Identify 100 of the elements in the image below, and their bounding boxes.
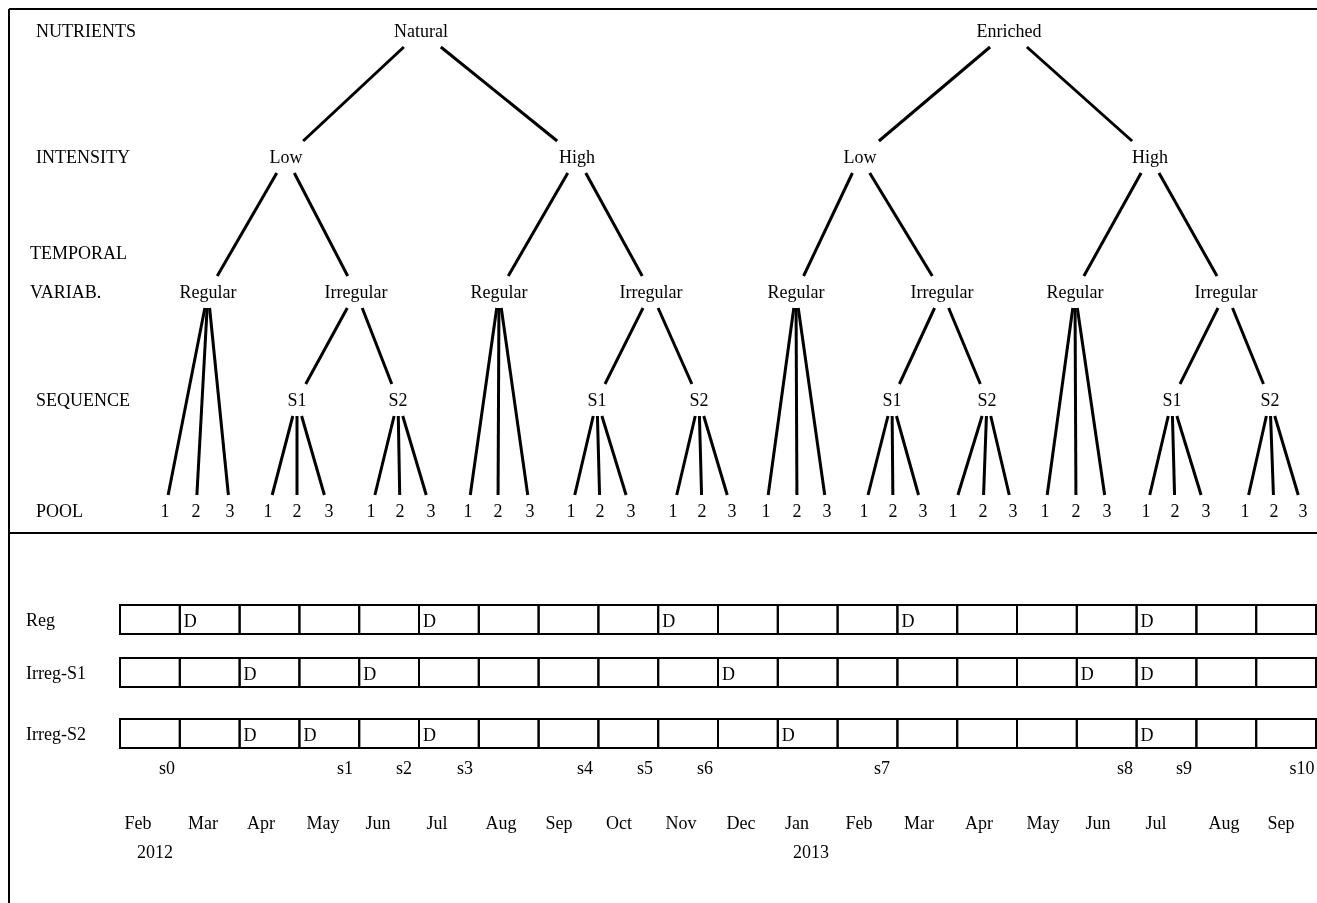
event-mark: D [722,664,735,683]
branch-line [1269,415,1275,496]
node-label: 3 [222,495,238,527]
node-label: 3 [423,495,439,527]
branch-line [1082,172,1143,277]
node-label: 3 [1099,495,1115,527]
node-label: 2 [789,495,805,527]
node-label: S2 [1257,384,1283,416]
sampling-label: s7 [874,759,890,777]
branch-line [794,308,799,495]
event-mark: D [423,725,436,744]
node-label: 1 [260,495,276,527]
node-label: 2 [289,495,305,527]
node-label: 2 [490,495,506,527]
branch-line [439,45,559,143]
branch-line [868,172,934,277]
node-label: 2 [975,495,991,527]
branch-line [300,415,326,496]
node-label: 2 [1167,495,1183,527]
sampling-label: s2 [396,759,412,777]
branch-line [496,308,501,495]
branch-line [373,415,396,496]
branch-line [401,415,428,496]
node-label: Regular [1043,276,1107,308]
level-label: NUTRIENTS [36,22,136,40]
node-label: 1 [1037,495,1053,527]
branch-line [702,415,729,496]
branch-line [898,307,936,385]
branch-line [302,45,405,143]
row-label: Irreg-S1 [26,663,86,682]
branch-line [1170,415,1177,496]
branch-line [1231,307,1265,385]
branch-line [468,307,499,496]
branch-line [890,416,895,495]
node-label: 3 [1005,495,1021,527]
node-label: S1 [1159,384,1185,416]
row-label: Irreg-S2 [26,724,86,743]
node-label: 1 [460,495,476,527]
year-label: 2012 [137,843,173,861]
month-label: Mar [904,814,934,832]
branch-line [766,307,796,496]
event-mark: D [1140,611,1154,630]
branch-line [195,307,209,496]
event-mark: D [662,611,676,630]
node-label: 1 [1138,495,1154,527]
node-label: 1 [1237,495,1253,527]
month-label: Aug [485,814,517,832]
node-label: S1 [584,384,610,416]
event-mark: D [423,611,436,630]
branch-line [573,415,595,496]
month-label: Jun [1085,814,1111,832]
branch-line [656,307,694,385]
branch-line [982,415,988,496]
branch-line [396,415,402,496]
sampling-label: s5 [637,759,653,777]
node-label: Low [266,141,306,173]
month-label: Feb [845,814,873,832]
node-label: S1 [284,384,310,416]
node-label: Irregular [1191,276,1261,308]
row-label: Reg [26,610,55,629]
node-label: S1 [879,384,905,416]
month-label: May [306,814,340,832]
node-label: 3 [623,495,639,527]
month-label: Nov [665,814,697,832]
node-label: 3 [321,495,337,527]
node-label: 1 [157,495,173,527]
branch-line [866,415,890,496]
month-label: Sep [1267,814,1295,832]
node-label: 2 [885,495,901,527]
branch-line [1247,415,1268,496]
month-label: Jan [785,814,809,832]
node-label: 3 [819,495,835,527]
branch-line [1075,307,1107,496]
month-label: Aug [1208,814,1240,832]
node-label: S2 [974,384,1000,416]
month-label: Jun [365,814,391,832]
node-label: Irregular [907,276,977,308]
branch-line [215,172,279,277]
node-label: Low [840,141,880,173]
level-label: INTENSITY [36,148,130,166]
branch-line [1025,45,1134,143]
level-label: TEMPORAL VARIAB. [30,241,128,304]
node-label: Natural [391,15,451,47]
event-mark: D [1140,725,1154,744]
branch-line [947,307,982,385]
sampling-label: s4 [577,759,593,777]
node-label: Regular [467,276,531,308]
branch-line [270,415,295,496]
event-mark: D [183,611,197,630]
event-mark: D [1080,664,1094,683]
month-label: May [1026,814,1060,832]
node-label: Irregular [616,276,686,308]
event-mark: D [243,664,257,683]
node-label: Irregular [321,276,391,308]
node-label: High [556,141,598,173]
node-label: 1 [856,495,872,527]
month-label: Jul [426,814,448,832]
branch-line [895,415,920,496]
month-label: Feb [124,814,152,832]
node-label: Regular [176,276,240,308]
